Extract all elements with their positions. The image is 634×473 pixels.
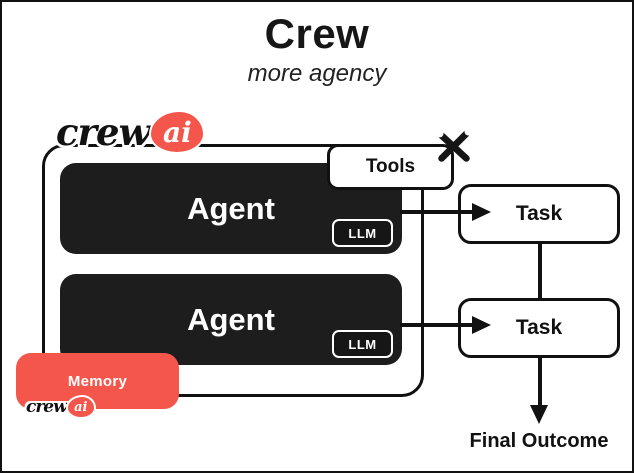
crewai-footer-logo: crew ai (26, 397, 94, 417)
crewai-logo-ai-badge: ai (151, 112, 204, 152)
task2-to-final-outcome-arrow-line (538, 356, 542, 408)
crewai-logo: crew ai (56, 110, 204, 154)
diagram-title: Crew (264, 10, 370, 57)
llm-badge-1: LLM (332, 219, 393, 247)
memory-label: Memory (67, 372, 128, 390)
memory-box: Memory (16, 353, 179, 409)
crossed-wrenches-icon (435, 127, 473, 162)
final-outcome-label: Final Outcome (469, 430, 609, 452)
tools-label: Tools (365, 156, 416, 177)
agent-box-2: Agent LLM (60, 274, 402, 365)
task1-to-task2-connector-line (538, 242, 542, 300)
diagram-subtitle: more agency (247, 60, 387, 87)
final-outcome-arrowhead-icon (530, 405, 548, 424)
agent-label-1: Agent (187, 190, 275, 226)
crewai-footer-logo-text: crew (26, 397, 68, 417)
agent1-to-task1-arrowhead-icon (472, 203, 491, 221)
agent2-to-task2-arrowhead-icon (472, 316, 491, 334)
agent-box-1: Agent LLM (60, 163, 402, 254)
crew-container-box (42, 144, 424, 397)
agent1-to-task1-arrow-line (400, 210, 474, 214)
agent2-to-task2-arrow-line (400, 323, 474, 327)
task-label-1: Task (515, 202, 563, 225)
agent-label-2: Agent (187, 301, 275, 337)
crewai-footer-logo-ai-badge: ai (67, 397, 94, 417)
llm-badge-2: LLM (332, 330, 393, 358)
tools-box: Tools (327, 144, 454, 190)
crewai-logo-text: crew (56, 110, 150, 154)
task-label-2: Task (515, 316, 563, 339)
